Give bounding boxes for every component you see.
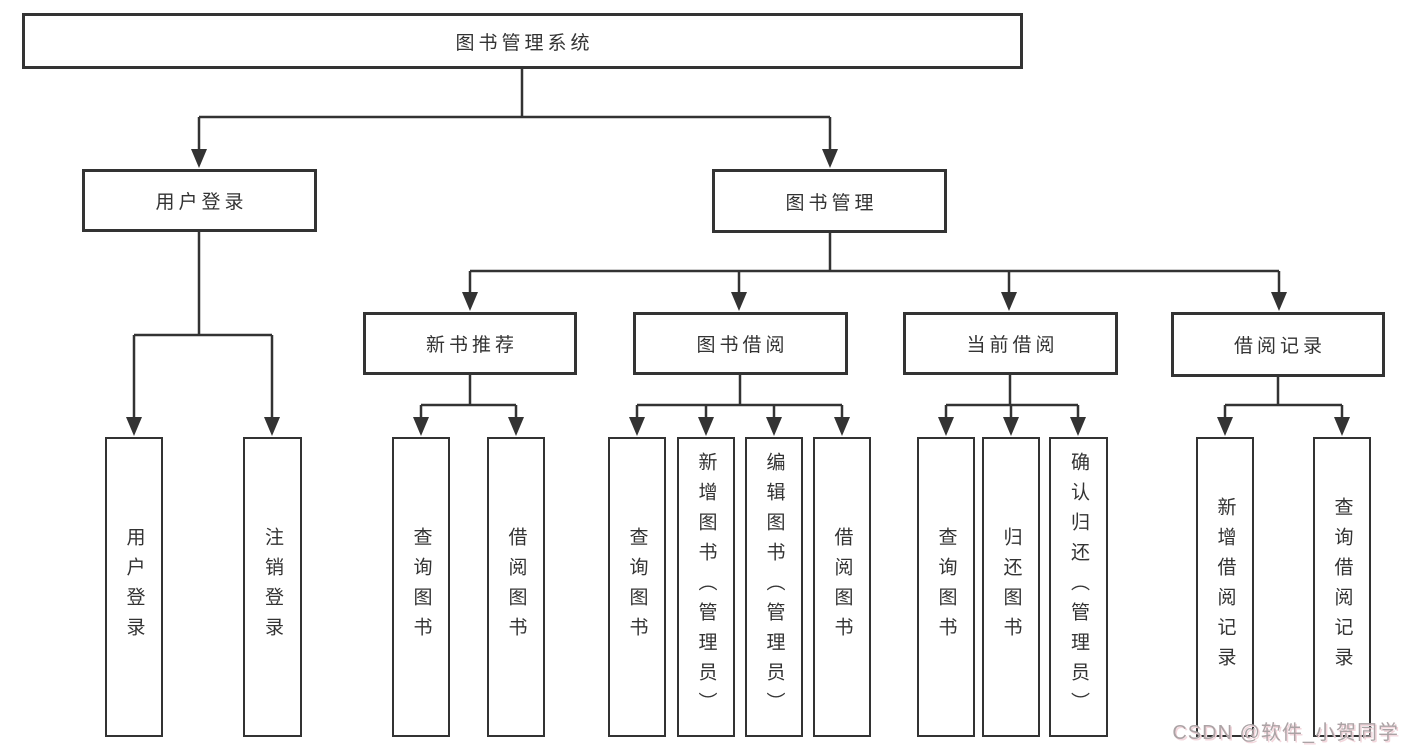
- connector-borrowrecords-to-leaves: [1223, 377, 1344, 420]
- node-root-label: 图书管理系统: [455, 32, 594, 54]
- leaf-query-borrow-record: 查询借阅记录: [1313, 437, 1371, 737]
- node-new-book-recommend-label: 新书推荐: [425, 335, 518, 356]
- node-book-management-label: 图书管理: [785, 192, 878, 214]
- leaf-rec-query-books-label: 查询图书: [410, 527, 432, 647]
- leaf-return-books: 归还图书: [982, 437, 1040, 737]
- leaf-edit-books-admin: 编辑图书（管理员）: [745, 437, 803, 737]
- leaf-rec-borrow-books-label: 借阅图书: [505, 527, 527, 647]
- node-current-borrow: 当前借阅: [903, 312, 1118, 375]
- leaf-borrow-query-books-label: 查询图书: [626, 527, 648, 647]
- leaf-query-borrow-record-label: 查询借阅记录: [1331, 497, 1353, 677]
- leaf-borrow-books: 借阅图书: [813, 437, 871, 737]
- csdn-watermark: CSDN @软件_小贺同学: [1172, 722, 1399, 744]
- node-borrow-records-label: 借阅记录: [1233, 336, 1326, 357]
- leaf-edit-books-admin-label: 编辑图书（管理员）: [763, 452, 785, 722]
- leaf-borrow-query-books: 查询图书: [608, 437, 666, 737]
- leaf-logout-label: 注销登录: [262, 527, 283, 647]
- leaf-user-login: 用户登录: [105, 437, 163, 737]
- node-root-library-system: 图书管理系统: [22, 13, 1023, 69]
- leaf-current-query-books: 查询图书: [917, 437, 975, 737]
- node-book-borrow: 图书借阅: [633, 312, 848, 375]
- node-book-borrow-label: 图书借阅: [696, 335, 789, 356]
- leaf-confirm-return-admin-label: 确认归还（管理员）: [1068, 452, 1089, 722]
- node-borrow-records: 借阅记录: [1171, 312, 1385, 377]
- leaf-rec-query-books: 查询图书: [392, 437, 450, 737]
- connector-root-to-level2: [197, 69, 832, 151]
- node-user-login: 用户登录: [82, 169, 317, 232]
- node-current-borrow-label: 当前借阅: [966, 335, 1059, 356]
- connector-userlogin-to-leaves: [132, 232, 274, 419]
- connector-newbookrec-to-leaves: [419, 375, 518, 420]
- leaf-logout: 注销登录: [243, 437, 302, 737]
- leaf-current-query-books-label: 查询图书: [935, 527, 957, 647]
- connector-currentborrow-to-leaves: [944, 375, 1080, 420]
- leaf-borrow-books-label: 借阅图书: [831, 527, 853, 647]
- leaf-add-books-admin-label: 新增图书（管理员）: [695, 452, 717, 722]
- connector-bookmgmt-to-level3: [468, 233, 1281, 295]
- node-new-book-recommend: 新书推荐: [363, 312, 577, 375]
- connector-bookborrow-to-leaves: [635, 375, 844, 420]
- leaf-add-borrow-record: 新增借阅记录: [1196, 437, 1254, 737]
- leaf-add-borrow-record-label: 新增借阅记录: [1214, 497, 1236, 677]
- leaf-user-login-label: 用户登录: [123, 527, 145, 647]
- node-book-management: 图书管理: [712, 169, 947, 233]
- leaf-add-books-admin: 新增图书（管理员）: [677, 437, 735, 737]
- leaf-rec-borrow-books: 借阅图书: [487, 437, 545, 737]
- leaf-confirm-return-admin: 确认归还（管理员）: [1049, 437, 1108, 737]
- leaf-return-books-label: 归还图书: [1000, 527, 1022, 647]
- node-user-login-label: 用户登录: [155, 192, 248, 213]
